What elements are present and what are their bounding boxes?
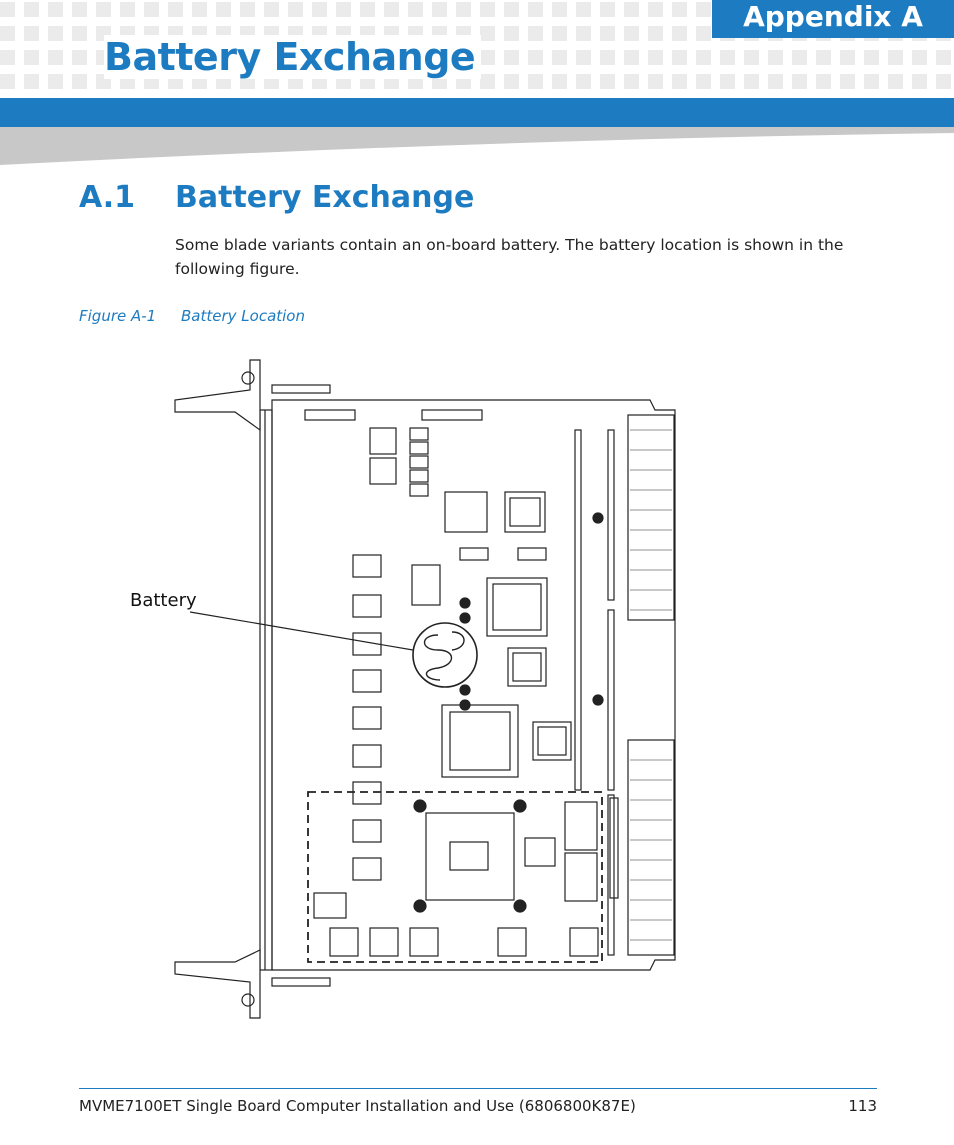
chapter-title: Battery Exchange: [104, 35, 482, 79]
figure-label: Figure A-1: [79, 307, 157, 325]
section-title: Battery Exchange: [175, 180, 475, 215]
section-number: A.1: [79, 180, 136, 215]
battery-callout: Battery: [130, 590, 197, 611]
header-blue-bar: [0, 98, 954, 127]
figure-title: Battery Location: [181, 307, 305, 325]
footer-rule: [79, 1088, 877, 1089]
footer-document-title: MVME7100ET Single Board Computer Install…: [79, 1097, 636, 1115]
header-grey-swoosh: [0, 127, 954, 165]
appendix-tab: Appendix A: [712, 0, 954, 38]
page-number: 113: [848, 1097, 877, 1115]
body-paragraph: Some blade variants contain an on-board …: [175, 236, 844, 278]
board-diagram: [174, 359, 676, 1019]
